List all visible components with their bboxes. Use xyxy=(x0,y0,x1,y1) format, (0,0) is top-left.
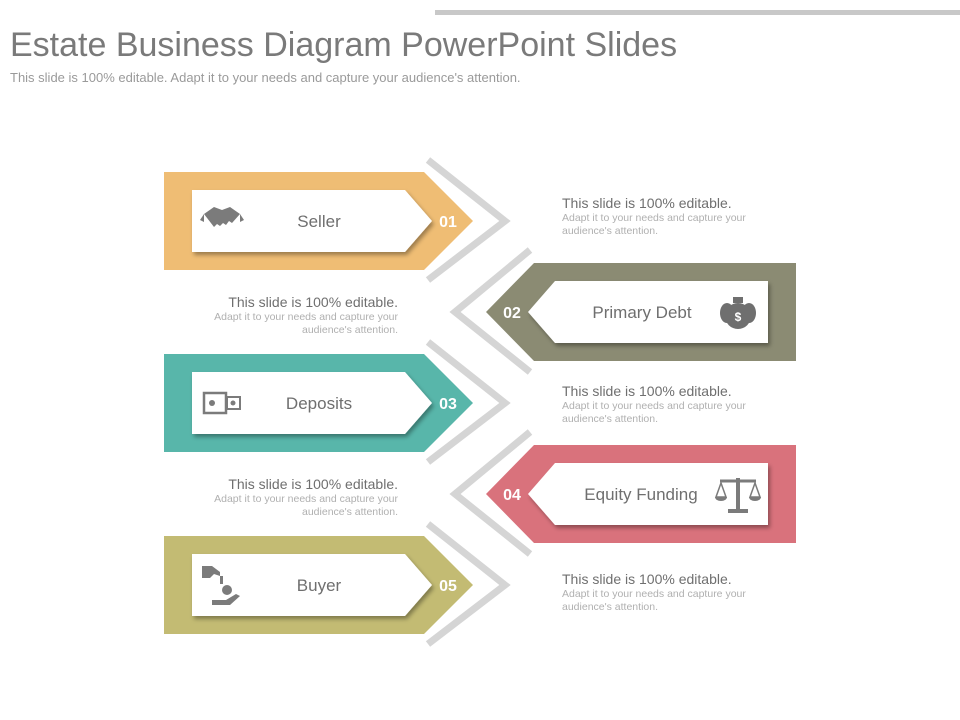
handshake-icon xyxy=(200,207,244,227)
description-title: This slide is 100% editable. xyxy=(228,476,398,492)
description-body: Adapt it to your needs and capture your … xyxy=(562,212,746,237)
description-title: This slide is 100% editable. xyxy=(562,571,732,587)
step-seller: Seller 01 xyxy=(164,172,473,270)
step-label: Equity Funding xyxy=(584,485,697,504)
step-deposits: Deposits 03 xyxy=(164,354,473,452)
step-label: Seller xyxy=(297,212,341,231)
step-card xyxy=(528,463,768,525)
step-primary-debt: $ Primary Debt 02 xyxy=(486,263,796,361)
top-rule xyxy=(435,10,960,15)
connector-3 xyxy=(425,339,511,465)
description-body: Adapt it to your needs and capture your … xyxy=(214,493,398,518)
connector-2 xyxy=(449,247,533,375)
step-label: Primary Debt xyxy=(592,303,691,322)
connector-1 xyxy=(425,157,511,283)
svg-text:$: $ xyxy=(735,310,742,324)
step-card xyxy=(528,281,768,343)
description-body: Adapt it to your needs and capture your … xyxy=(562,588,746,613)
step-card xyxy=(192,554,432,616)
step-number: 03 xyxy=(439,396,457,413)
description-title: This slide is 100% editable. xyxy=(562,195,732,211)
balance-scale-icon xyxy=(714,478,762,513)
step-card xyxy=(192,190,432,252)
step-label: Deposits xyxy=(286,394,352,413)
safe-icon xyxy=(202,391,241,415)
step-card xyxy=(192,372,432,434)
step-equity-funding: Equity Funding 04 xyxy=(486,445,796,543)
description-2: This slide is 100% editable. Adapt it to… xyxy=(183,294,398,337)
connector-5 xyxy=(425,521,511,647)
description-title: This slide is 100% editable. xyxy=(228,294,398,310)
slide-subtitle: This slide is 100% editable. Adapt it to… xyxy=(10,70,521,85)
step-number: 05 xyxy=(439,578,457,595)
description-body: Adapt it to your needs and capture your … xyxy=(214,311,398,336)
step-buyer: Buyer 05 xyxy=(164,536,473,634)
step-number: 02 xyxy=(503,305,521,322)
description-1: This slide is 100% editable. Adapt it to… xyxy=(562,195,777,238)
slide-title: Estate Business Diagram PowerPoint Slide… xyxy=(10,26,678,64)
step-number: 01 xyxy=(439,214,457,231)
step-label: Buyer xyxy=(297,576,342,595)
description-body: Adapt it to your needs and capture your … xyxy=(562,400,746,425)
money-bags-icon: $ xyxy=(720,297,756,329)
description-3: This slide is 100% editable. Adapt it to… xyxy=(562,383,777,426)
step-number: 04 xyxy=(503,487,521,504)
description-5: This slide is 100% editable. Adapt it to… xyxy=(562,571,777,614)
connector-chevrons xyxy=(425,157,533,647)
description-4: This slide is 100% editable. Adapt it to… xyxy=(183,476,398,519)
connector-4 xyxy=(449,429,533,557)
description-title: This slide is 100% editable. xyxy=(562,383,732,399)
hand-coin-icon xyxy=(202,566,240,605)
